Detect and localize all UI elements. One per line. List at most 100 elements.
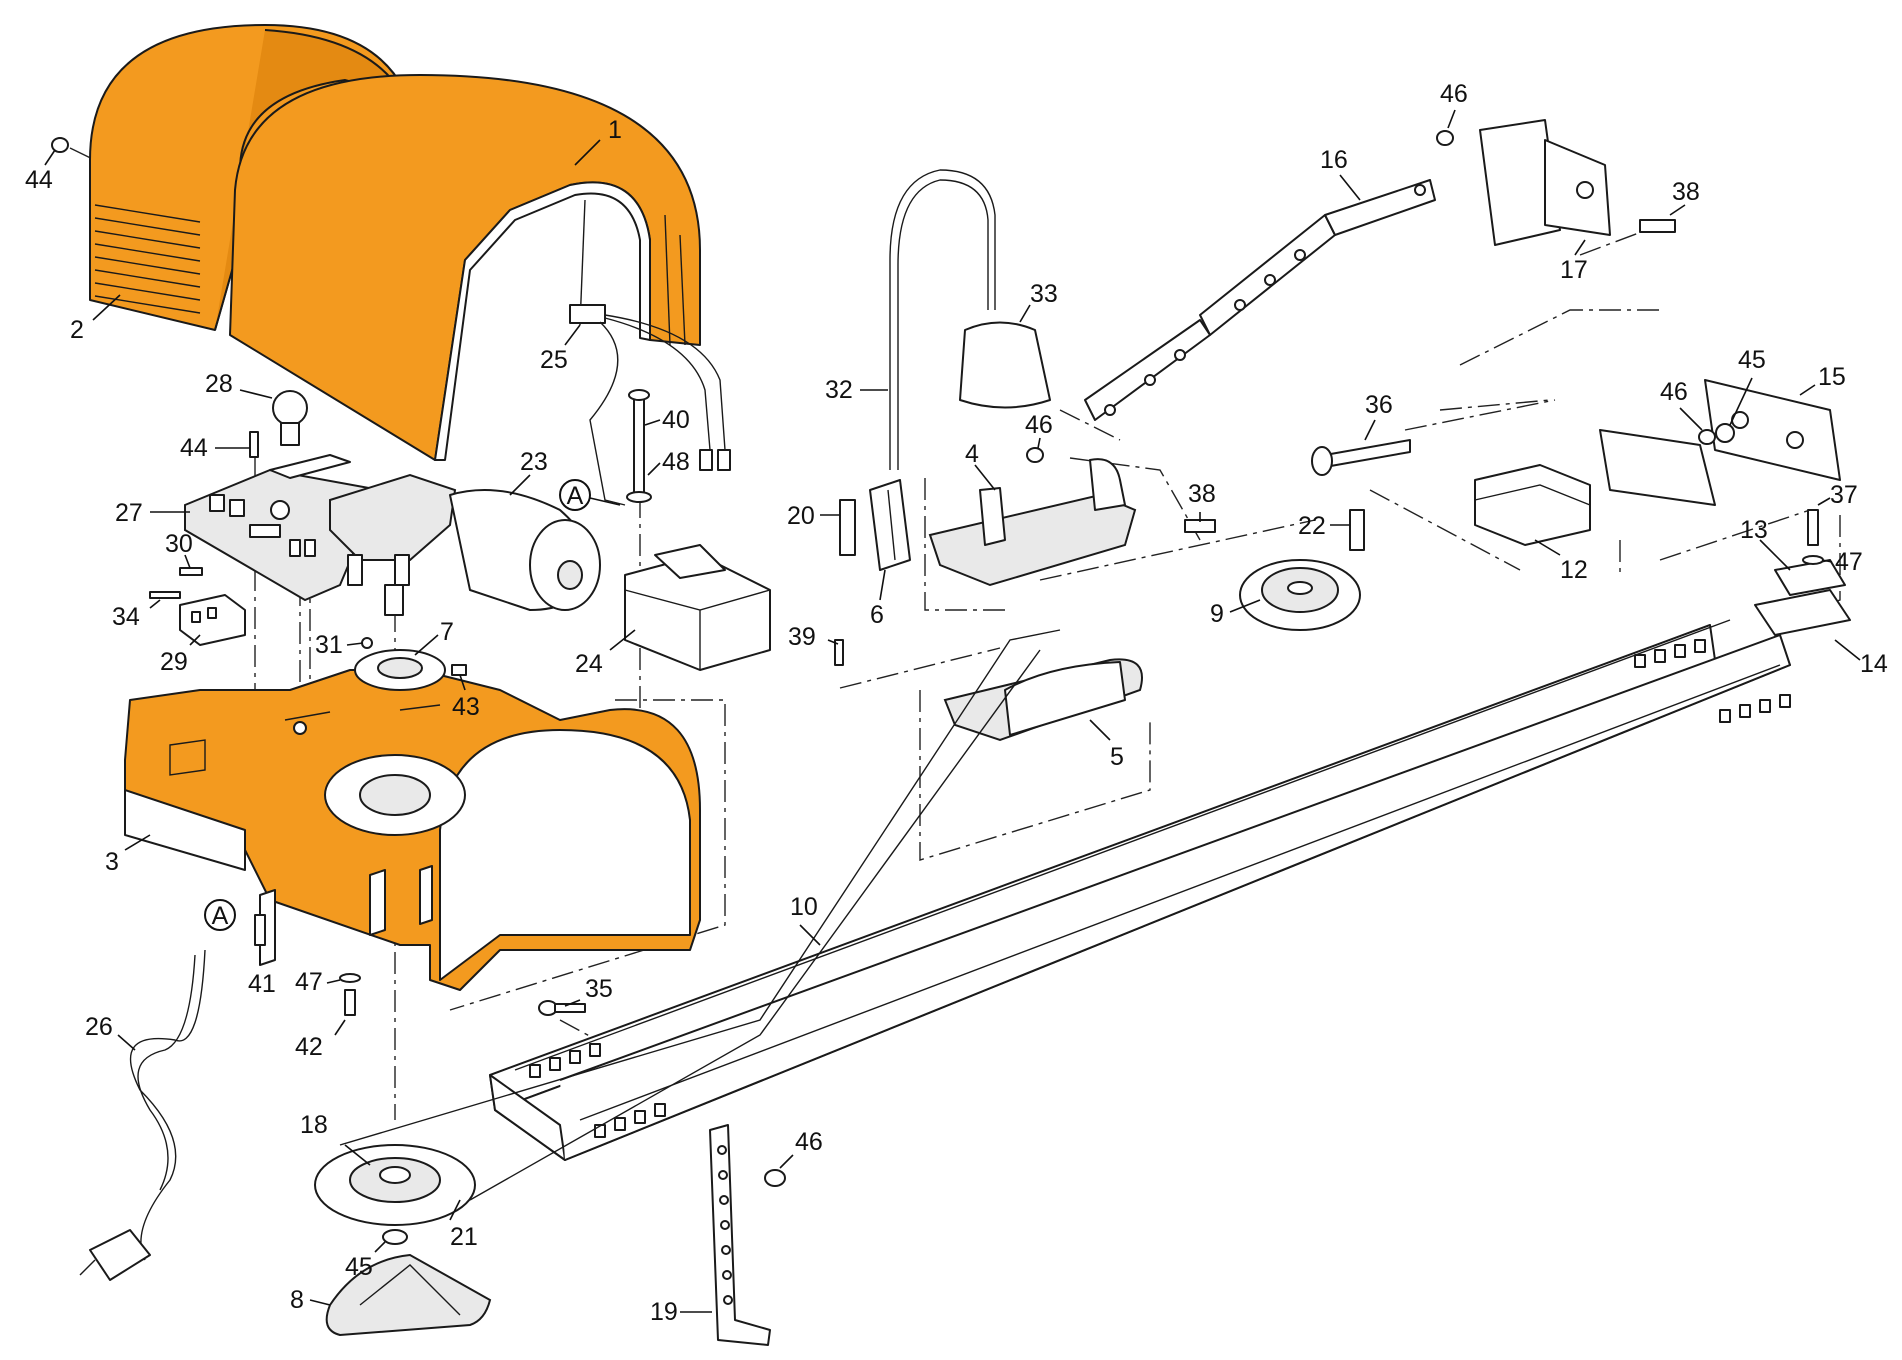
svg-text:34: 34 [112, 603, 140, 631]
callouts: 1 2 3 4 5 6 7 8 9 10 12 13 14 15 16 17 1… [25, 80, 1888, 1326]
small-hardware [51, 130, 1824, 1245]
rail-clamp-bottom [1754, 589, 1851, 636]
terminal-block [179, 594, 246, 646]
svg-text:35: 35 [585, 975, 613, 1003]
callout-16: 16 [1320, 146, 1361, 201]
svg-text:9: 9 [1210, 600, 1224, 628]
svg-text:24: 24 [575, 650, 603, 678]
svg-text:14: 14 [1860, 650, 1888, 678]
callout-44-top: 44 [25, 149, 56, 194]
svg-text:46: 46 [795, 1128, 823, 1156]
svg-text:46: 46 [1660, 378, 1688, 406]
svg-text:40: 40 [662, 406, 690, 434]
callout-43: 43 [452, 674, 480, 721]
callout-18: 18 [300, 1111, 371, 1166]
svg-text:26: 26 [85, 1013, 113, 1041]
connector-marker-label: A [567, 482, 584, 510]
svg-text:4: 4 [965, 440, 979, 468]
svg-text:42: 42 [295, 1033, 323, 1061]
svg-text:25: 25 [540, 346, 568, 374]
callout-46-top: 46 [1440, 80, 1468, 129]
svg-text:45: 45 [1738, 346, 1766, 374]
connector-marker-motor: A [559, 479, 621, 511]
trolley-carriage [928, 458, 1137, 587]
callout-48: 48 [647, 448, 690, 476]
callout-9: 9 [1210, 599, 1261, 628]
callout-30: 30 [165, 530, 193, 569]
svg-text:33: 33 [1030, 280, 1058, 308]
svg-text:27: 27 [115, 499, 143, 527]
callout-7: 7 [414, 618, 454, 656]
callout-46-mid: 46 [1025, 411, 1053, 449]
svg-text:46: 46 [1025, 411, 1053, 439]
wiring-harness [569, 304, 731, 506]
callout-13: 13 [1740, 516, 1791, 571]
svg-text:1: 1 [608, 116, 622, 144]
callout-44-mid: 44 [180, 434, 250, 462]
callout-25: 25 [540, 324, 581, 374]
gear-plate [354, 649, 446, 691]
callout-1: 1 [574, 116, 622, 166]
callout-23: 23 [509, 448, 548, 496]
power-cord [79, 949, 206, 1281]
callout-12: 12 [1534, 539, 1588, 584]
release-handle [959, 321, 1051, 409]
svg-text:5: 5 [1110, 743, 1124, 771]
svg-text:38: 38 [1672, 178, 1700, 206]
svg-text:8: 8 [290, 1286, 304, 1314]
motor [329, 473, 601, 616]
svg-text:48: 48 [662, 448, 690, 476]
svg-text:21: 21 [450, 1223, 478, 1251]
svg-text:3: 3 [105, 848, 119, 876]
callout-27: 27 [115, 499, 190, 527]
drive-sprocket [314, 1144, 476, 1226]
callout-31: 31 [315, 631, 364, 659]
callout-36: 36 [1364, 391, 1393, 441]
callout-38-top: 38 [1669, 178, 1700, 216]
chassis-base [124, 669, 701, 991]
callout-29: 29 [160, 634, 201, 676]
callout-17: 17 [1560, 239, 1588, 284]
svg-text:12: 12 [1560, 556, 1588, 584]
svg-text:17: 17 [1560, 256, 1588, 284]
pulley-bracket [1474, 464, 1591, 546]
bulb [272, 390, 308, 446]
callout-40: 40 [644, 406, 690, 434]
svg-text:47: 47 [295, 968, 323, 996]
svg-text:30: 30 [165, 530, 193, 558]
callout-6: 6 [870, 569, 886, 629]
vent-slots [94, 204, 201, 314]
svg-text:6: 6 [870, 601, 884, 629]
svg-text:41: 41 [248, 970, 276, 998]
svg-text:45: 45 [345, 1253, 373, 1281]
callout-22: 22 [1298, 512, 1350, 540]
rail-slots [529, 639, 1791, 1138]
callout-47-left: 47 [295, 968, 341, 996]
svg-text:16: 16 [1320, 146, 1348, 174]
chain-slider [943, 658, 1143, 742]
callout-4: 4 [965, 440, 996, 491]
idler-sprocket [1239, 559, 1361, 631]
callout-14: 14 [1834, 639, 1888, 678]
callout-41: 41 [248, 950, 276, 998]
svg-text:10: 10 [790, 893, 818, 921]
callout-39: 39 [788, 623, 839, 651]
svg-text:43: 43 [452, 693, 480, 721]
svg-text:23: 23 [520, 448, 548, 476]
svg-text:36: 36 [1365, 391, 1393, 419]
callout-24: 24 [575, 629, 636, 678]
connector-marker-label: A [212, 902, 229, 930]
svg-text:29: 29 [160, 648, 188, 676]
callout-45-top: 45 [1729, 346, 1766, 426]
svg-text:38: 38 [1188, 480, 1216, 508]
rail [489, 619, 1791, 1161]
callout-8: 8 [290, 1286, 331, 1314]
sprocket-cover [325, 1253, 492, 1337]
svg-text:15: 15 [1818, 363, 1846, 391]
svg-text:39: 39 [788, 623, 816, 651]
hanger-strap [709, 1124, 771, 1346]
svg-text:18: 18 [300, 1111, 328, 1139]
svg-text:20: 20 [787, 502, 815, 530]
release-cord [889, 169, 996, 470]
callout-26: 26 [85, 1013, 136, 1051]
